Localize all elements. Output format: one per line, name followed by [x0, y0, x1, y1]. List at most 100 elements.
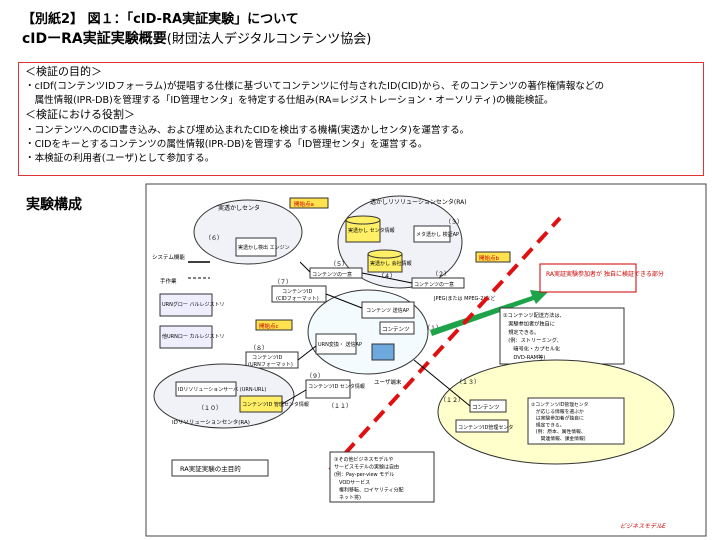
ji-sukashi-db-top	[367, 249, 403, 259]
header-line2: cIDーRA実証実験概要(財団法人デジタルコンテンツ協会)	[22, 28, 371, 48]
contents-bottom-label: コンテンツ	[472, 404, 500, 411]
connector	[361, 272, 413, 284]
detect-engine-box	[235, 237, 277, 257]
note3-line: (例：Pay-per-view モデル	[334, 471, 394, 478]
note3-line: サービスモデルの実験は自由	[334, 464, 399, 471]
urn-conv-label: URN変換・ 送信AP	[318, 341, 362, 348]
id-res-center-bottom-label: IDリソリューションセンタ(RA)	[172, 418, 250, 426]
connector	[325, 293, 363, 309]
note2-line: が応じる情報を選ぶか	[531, 408, 584, 415]
num-11: （１１）	[328, 403, 352, 410]
legend-system-label: システム機能	[152, 253, 185, 261]
note2-line: ②コンテンツID管理センタ	[531, 401, 589, 408]
contents-id-center-db-label: コンテンツID 管理センタ情報	[242, 401, 309, 408]
cid-format-label: (CIDフォーマット)	[276, 296, 319, 302]
badge-a	[289, 197, 329, 209]
urn-global-box	[159, 293, 213, 317]
computer-icon	[371, 343, 395, 361]
local-registry-label: 他URNロー カルレジストリ	[162, 333, 224, 340]
meta-label: メタ透かし 検証AP	[416, 231, 459, 238]
note2-line: 規定できる。	[531, 421, 564, 428]
num-6: （６）	[205, 235, 223, 242]
urn-fmt-label: (URNフォーマット)	[248, 362, 293, 368]
detect-engine-label: 実透かし検出 エンジン	[238, 244, 290, 251]
sukashi-center-label: 実透かしセンタ	[218, 204, 260, 212]
sukashi-info-label: 実透かし センタ情報	[348, 227, 395, 234]
note1-line: 実験参加者が独自に	[503, 319, 555, 327]
role-line2: ・CIDをキーとするコンテンツの属性情報(IPR-DB)を管理する「ID管理セン…	[25, 139, 428, 150]
note2-line: 関連情報、課金情報)	[531, 435, 586, 442]
urn-conv-box	[315, 333, 357, 355]
local-registry-box	[159, 325, 213, 349]
note1-box	[499, 307, 625, 365]
business-model-label: ビジネスモデルE	[620, 522, 666, 530]
ji-sukashi-label: 実透かし 会社情報	[370, 260, 412, 267]
note3-box	[329, 451, 435, 503]
sukashi-info-db-top	[345, 215, 381, 225]
note1-line: DVD-RAM等)	[503, 353, 545, 361]
ra-goal-box	[171, 459, 269, 477]
badge-a-label: 開始点a	[294, 200, 314, 208]
ra-note-label: RA実証実験参加者が 独自に検証できる部分	[546, 270, 664, 278]
ra-center-title: 透かしリソリューションセンタ(RA)	[370, 198, 467, 206]
meta-box	[413, 225, 451, 243]
num-4: （４）	[378, 273, 396, 280]
jpeg-label: JPEG(または MPEG-2)など	[433, 295, 495, 302]
note1-line: (例：ストリーミング、	[503, 336, 562, 344]
note2-line: は実験参加者が独自に	[531, 415, 584, 422]
note3-line: ネット将)	[334, 494, 361, 501]
contents-ap-box	[361, 301, 415, 319]
note3-line: ③その他ビジネスモデルや	[334, 456, 393, 463]
contents-id-center-bottom-label: コンテンツID管理センタ	[458, 424, 513, 431]
section-title: 実験構成	[26, 197, 82, 213]
user-terminal-label: ユーザ端末	[374, 378, 402, 386]
purpose-heading: ＜検証の目的＞	[25, 65, 102, 78]
note2-line: (例：原本、属性情報、	[531, 428, 586, 435]
note3-text: ③その他ビジネスモデルやサービスモデルの実験は自由(例：Pay-per-view…	[334, 456, 404, 501]
contents-ap-label: コンテンツ 送信AP	[366, 307, 409, 314]
num-2: （２）	[432, 271, 450, 278]
purpose-line2: 属性情報(IPR-DB)を管理する「ID管理センタ」を特定する仕組み(RA=レジ…	[25, 95, 554, 106]
badge-c	[255, 319, 293, 331]
connector	[299, 261, 311, 273]
num-1: （１）	[424, 325, 442, 332]
id-res-label: IDリソリューションサーバ (URN-URL)	[178, 387, 266, 393]
num-3: （３）	[445, 219, 463, 226]
note2-box	[527, 397, 625, 445]
contents-id-center-bottom-box	[455, 419, 509, 433]
green-arrow	[430, 290, 548, 336]
red-dashed-line	[328, 216, 562, 472]
connector	[413, 359, 471, 407]
connector	[297, 345, 317, 361]
urn-global-label: URNグロー バルレジストリ	[162, 301, 224, 308]
purpose-box: ＜検証の目的＞ ・cIDf(コンテンツIDフォーラム)が提唱する仕様に基づいてコ…	[18, 62, 704, 176]
note1-line: ①コンテンツ配送方法は、	[503, 311, 565, 319]
note3-line: 権利移転、ロイヤリティ分配	[334, 486, 404, 493]
contents-box	[379, 321, 415, 335]
note1-line: 規定できる。	[503, 328, 539, 336]
badge-b-label: 開始点b	[479, 254, 500, 262]
contents-id-label: コンテンツID	[282, 289, 312, 295]
role-heading: ＜検証における役割＞	[25, 108, 135, 121]
num-9: （９）	[306, 373, 324, 380]
legend-manual-label: 手作業	[160, 277, 177, 285]
badge-c-label: 開始点c	[259, 322, 279, 330]
id-res-box	[175, 381, 237, 397]
header-title: cIDーRA実証実験概要	[22, 31, 167, 47]
ra-goal-label: RA実証実験の主目的	[180, 464, 241, 473]
num-12: （１２）	[440, 397, 464, 404]
badge-b	[475, 251, 511, 263]
num-5: （５）	[330, 261, 348, 268]
header-line1: 【別紙2】 図１：「cID-RA実証実験」について	[22, 12, 299, 27]
ra-note-box	[539, 263, 637, 293]
note1-line: 暗号化・カプセル化	[503, 345, 560, 353]
note3-line: VODサービス	[334, 479, 370, 486]
contents-id-center-label: コンテンツID センタ情報	[308, 383, 365, 390]
role-line3: ・本検証の利用者(ユーザ)として参加する。	[25, 153, 215, 164]
connector	[281, 389, 307, 405]
note2-text: ②コンテンツID管理センタ が応じる情報を選ぶか は実験参加者が独自に 規定でき…	[531, 401, 589, 442]
purpose-line1: ・cIDf(コンテンツIDフォーラム)が提唱する仕様に基づいてコンテンツに付与さ…	[25, 81, 605, 92]
contents-id-center-box	[305, 379, 351, 399]
num-7: （７）	[274, 279, 292, 286]
note1-text: ①コンテンツ配送方法は、 実験参加者が独自に 規定できる。 (例：ストリーミング…	[503, 311, 565, 361]
